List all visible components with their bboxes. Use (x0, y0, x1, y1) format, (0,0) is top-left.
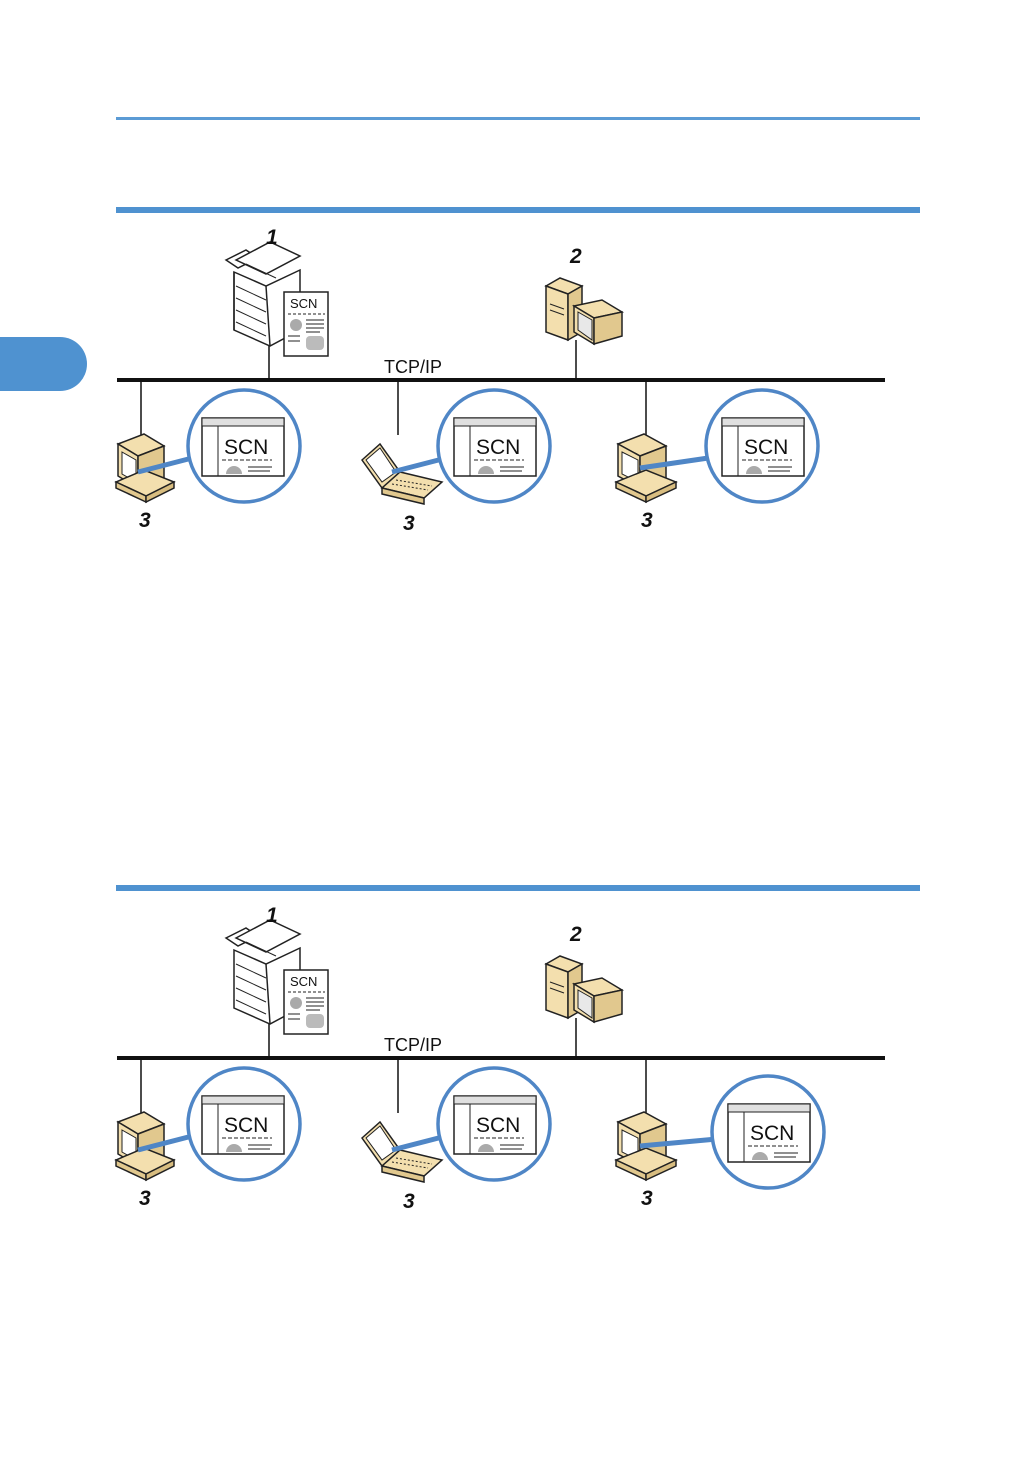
scanned-document-icon: SCN (284, 970, 328, 1034)
window-scn-label: SCN (744, 436, 788, 459)
callout-3b: 3 (403, 1190, 415, 1213)
network-diagram-2: TCP/IP 1 SCN 2 (0, 898, 1036, 1228)
scanned-document-icon: SCN (284, 292, 328, 356)
header-rule (116, 117, 920, 120)
zoom-window-3: SCN (640, 1076, 824, 1188)
callout-3c: 3 (641, 509, 653, 532)
network-diagram-1: TCP/IP 1 SCN 2 (0, 220, 1036, 550)
window-scn-label: SCN (224, 436, 268, 459)
window-scn-label: SCN (476, 436, 520, 459)
document-label: SCN (290, 296, 317, 311)
window-scn-label: SCN (476, 1114, 520, 1137)
server-computer-icon (546, 278, 622, 344)
client-laptop-icon (362, 1122, 442, 1182)
protocol-label: TCP/IP (384, 357, 442, 377)
callout-2: 2 (569, 923, 582, 946)
callout-3a: 3 (139, 509, 151, 532)
window-scn-label: SCN (750, 1122, 794, 1145)
callout-1: 1 (266, 904, 278, 927)
client-laptop-icon (362, 444, 442, 504)
callout-2: 2 (569, 245, 582, 268)
document-label: SCN (290, 974, 317, 989)
callout-3b: 3 (403, 512, 415, 535)
callout-3c: 3 (641, 1187, 653, 1210)
window-scn-label: SCN (224, 1114, 268, 1137)
server-computer-icon (546, 956, 622, 1022)
protocol-label: TCP/IP (384, 1035, 442, 1055)
section-rule-1 (116, 207, 920, 213)
callout-1: 1 (266, 226, 278, 249)
section-rule-2 (116, 885, 920, 891)
callout-3a: 3 (139, 1187, 151, 1210)
